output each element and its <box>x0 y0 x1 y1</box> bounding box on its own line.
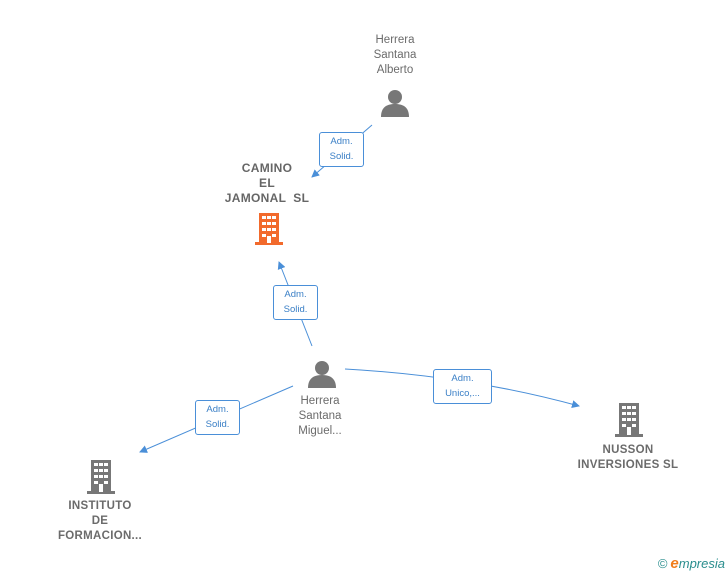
edge-label-alberto-camino[interactable]: Adm. Solid. <box>319 132 364 167</box>
brand-initial: e <box>670 555 679 572</box>
building-icon[interactable] <box>614 403 644 437</box>
node-label-herrera-alberto[interactable]: Herrera Santana Alberto <box>373 34 417 76</box>
edge-label-miguel-instituto[interactable]: Adm. Solid. <box>195 400 240 435</box>
edge-label-miguel-nusson[interactable]: Adm. Unico,... <box>433 369 492 404</box>
person-icon[interactable] <box>380 89 410 117</box>
brand-name: mpresia <box>678 556 725 571</box>
building-icon[interactable] <box>86 460 116 494</box>
node-label-herrera-miguel[interactable]: Herrera Santana Miguel... <box>298 395 342 437</box>
building-icon-focus[interactable] <box>254 213 284 245</box>
node-label-camino-el-jamonal[interactable]: CAMINO EL JAMONAL SL <box>224 161 310 205</box>
person-icon[interactable] <box>307 360 337 388</box>
copyright-icon: © <box>657 556 668 571</box>
empresia-brand[interactable]: ©empresia <box>658 555 725 572</box>
node-label-nusson[interactable]: NUSSON INVERSIONES SL <box>577 444 679 471</box>
node-label-instituto[interactable]: INSTITUTO DE FORMACION... <box>57 500 143 542</box>
edge-label-miguel-camino[interactable]: Adm. Solid. <box>273 285 318 320</box>
